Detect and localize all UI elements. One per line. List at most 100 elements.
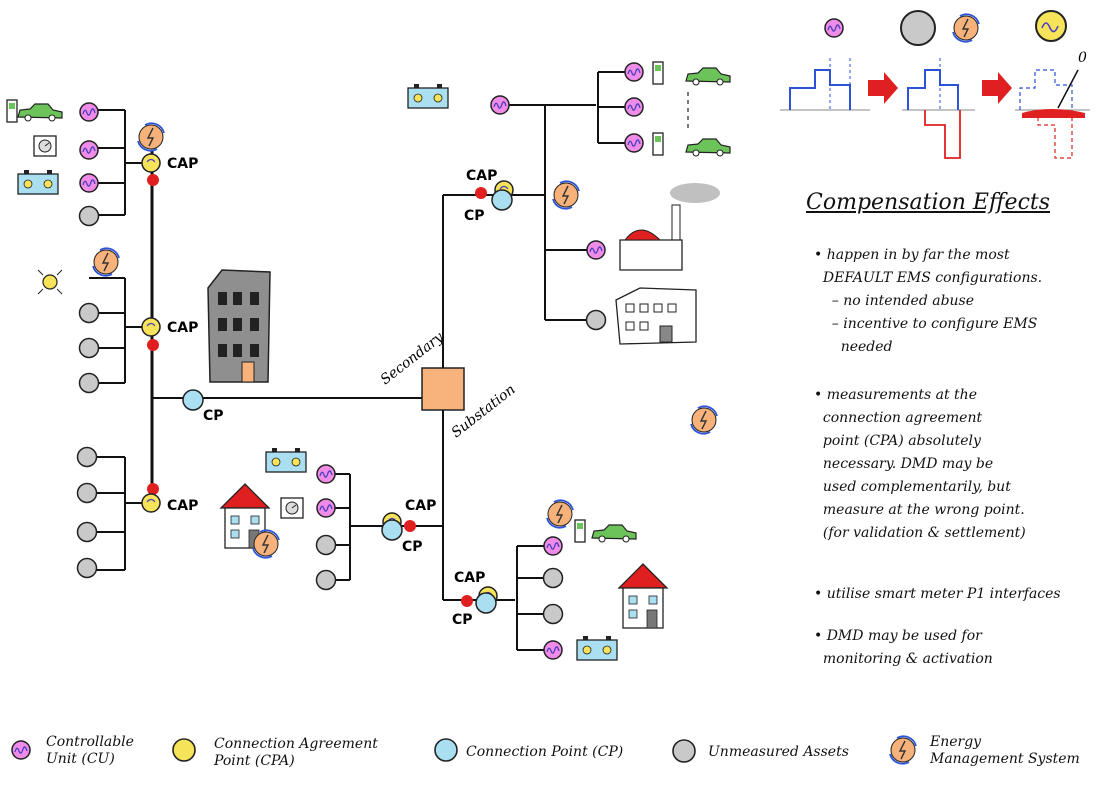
notes-title: Compensation Effects bbox=[806, 190, 1051, 215]
cap-icon bbox=[1035, 10, 1067, 42]
unmeasured-asset-icon bbox=[585, 309, 607, 331]
cu-icon bbox=[543, 536, 563, 556]
factory-icon bbox=[619, 183, 720, 271]
ev-car-icon bbox=[685, 67, 731, 86]
meter-dot bbox=[147, 483, 159, 495]
ems-icon bbox=[952, 13, 980, 43]
cap-label: CAP bbox=[405, 498, 436, 514]
ev-charger-icon bbox=[574, 519, 586, 543]
unmeasured-asset-icon bbox=[78, 302, 100, 324]
cap-icon bbox=[172, 738, 196, 762]
legend-unmeasured-text: Unmeasured Assets bbox=[708, 744, 849, 760]
ems-icon bbox=[552, 180, 580, 210]
cap-label: CAP bbox=[466, 168, 497, 184]
ems-icon bbox=[889, 735, 917, 765]
note-bullet-2: • measurements at the connection agreeme… bbox=[814, 387, 1026, 541]
meter-dot bbox=[461, 595, 473, 607]
lower-feeder: CAP CP CAP CP bbox=[220, 410, 668, 661]
meter-dot bbox=[475, 187, 487, 199]
unmeasured-asset-icon bbox=[672, 739, 696, 763]
house-icon bbox=[618, 563, 668, 629]
cap-icon bbox=[141, 317, 161, 337]
cu-icon bbox=[624, 97, 644, 117]
substation-icon bbox=[421, 367, 465, 411]
office-building-icon bbox=[615, 287, 697, 345]
cap-icon bbox=[141, 493, 161, 513]
cp-icon bbox=[491, 189, 513, 211]
unmeasured-asset-icon bbox=[76, 557, 98, 579]
upper-feeder: CAP CP bbox=[407, 61, 731, 368]
cu-icon bbox=[586, 240, 606, 260]
ev-charger-icon bbox=[6, 99, 18, 123]
cap-icon bbox=[141, 153, 161, 173]
cp-icon bbox=[381, 519, 403, 541]
battery-icon bbox=[265, 447, 307, 473]
legend-icons bbox=[11, 735, 917, 765]
unmeasured-asset-icon bbox=[78, 337, 100, 359]
cap-label: CAP bbox=[167, 320, 198, 336]
note-bullet-4: • DMD may be used for monitoring & activ… bbox=[814, 628, 993, 667]
cu-icon bbox=[79, 102, 99, 122]
unmeasured-asset-icon bbox=[76, 482, 98, 504]
meter-dot bbox=[404, 520, 416, 532]
note-bullet-3: • utilise smart meter P1 interfaces bbox=[814, 586, 1061, 602]
ev-charger-icon bbox=[652, 61, 664, 85]
unmeasured-asset-icon bbox=[542, 603, 564, 625]
ems-icon bbox=[546, 499, 574, 529]
ev-car-icon bbox=[591, 524, 637, 543]
cp-label: CP bbox=[402, 539, 423, 555]
smart-meter-icon bbox=[33, 135, 57, 157]
legend-cap-text: Connection Agreement Point (CPA) bbox=[214, 736, 378, 769]
ev-car-icon bbox=[17, 103, 63, 122]
ev-charger-icon bbox=[652, 132, 664, 156]
ems-icon bbox=[690, 405, 718, 435]
cp-icon bbox=[182, 389, 204, 411]
zero-label: 0 bbox=[1078, 50, 1087, 66]
profile-panels: 0 bbox=[780, 10, 1090, 159]
legend-cu-text: Controllable Unit (CU) bbox=[46, 734, 134, 767]
legend-cp-text: Connection Point (CP) bbox=[466, 744, 624, 760]
cp-icon bbox=[475, 592, 497, 614]
cu-icon bbox=[316, 498, 336, 518]
meter-dot bbox=[147, 174, 159, 186]
ems-icon bbox=[92, 247, 120, 277]
battery-icon bbox=[576, 635, 618, 661]
unmeasured-asset-icon bbox=[78, 372, 100, 394]
cu-icon bbox=[490, 95, 510, 115]
cu-icon bbox=[11, 740, 31, 760]
cp-label: CP bbox=[203, 408, 224, 424]
unmeasured-asset-icon bbox=[78, 205, 100, 227]
arrow-right-icon bbox=[982, 72, 1012, 104]
battery-icon bbox=[407, 83, 449, 109]
ev-car-icon bbox=[685, 138, 731, 157]
cu-icon bbox=[824, 18, 844, 38]
apartment-building-icon bbox=[207, 269, 271, 383]
smart-meter-icon bbox=[280, 497, 304, 519]
light-bulb-icon bbox=[37, 269, 63, 295]
ems-icon bbox=[137, 122, 165, 152]
legend-ems-text: Energy Management System bbox=[930, 734, 1080, 767]
cp-label: CP bbox=[464, 208, 485, 224]
cu-icon bbox=[79, 173, 99, 193]
cu-icon bbox=[316, 464, 336, 484]
cu-icon bbox=[543, 640, 563, 660]
unmeasured-asset-icon bbox=[315, 534, 337, 556]
unmeasured-asset-icon bbox=[76, 521, 98, 543]
cu-icon bbox=[624, 133, 644, 153]
arrow-right-icon bbox=[868, 72, 898, 104]
cp-label: CP bbox=[452, 612, 473, 628]
battery-icon bbox=[17, 169, 59, 195]
unmeasured-asset-icon bbox=[900, 10, 936, 46]
unmeasured-asset-icon bbox=[315, 569, 337, 591]
unmeasured-asset-icon bbox=[76, 446, 98, 468]
cap-label: CAP bbox=[454, 570, 485, 586]
cu-icon bbox=[79, 140, 99, 160]
left-feeder: CAP CAP CAP CP bbox=[6, 99, 422, 579]
cap-label: CAP bbox=[167, 156, 198, 172]
note-bullet-1: • happen in by far the most DEFAULT EMS … bbox=[814, 247, 1043, 355]
unmeasured-asset-icon bbox=[542, 567, 564, 589]
cap-label: CAP bbox=[167, 498, 198, 514]
cu-icon bbox=[624, 62, 644, 82]
meter-dot bbox=[147, 339, 159, 351]
